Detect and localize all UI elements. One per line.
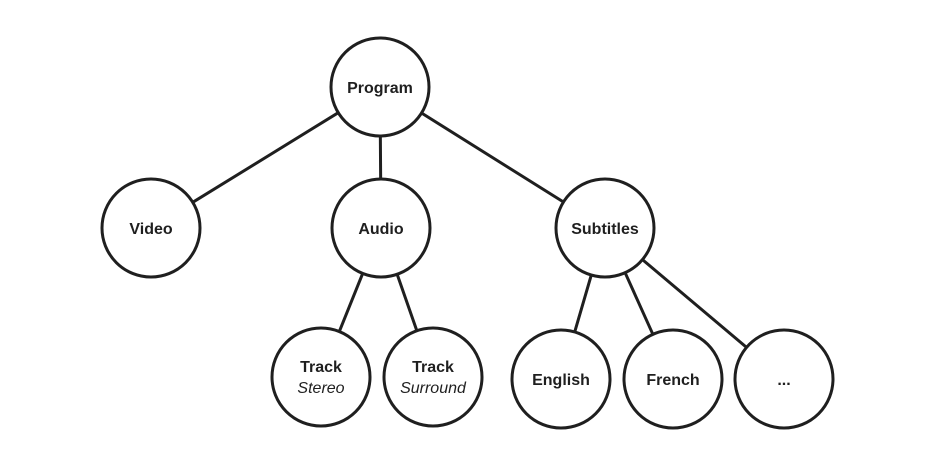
edge-program-video (191, 111, 340, 204)
node-circle (270, 326, 372, 428)
node-program: Program (329, 36, 431, 138)
node-label: Subtitles (571, 221, 639, 238)
node-circle (100, 177, 202, 279)
edge-program-subtitles (420, 111, 565, 204)
node-circle (330, 177, 432, 279)
node-label: Audio (358, 221, 404, 238)
node-sublabel: Stereo (297, 380, 344, 397)
edges-layer (191, 111, 749, 349)
node-label: English (532, 372, 590, 389)
node-english: English (510, 328, 612, 430)
edge-audio-track-stereo (337, 271, 365, 334)
node-sublabel: Surround (400, 380, 467, 397)
node-french: French (622, 328, 724, 430)
node-more: ... (733, 328, 835, 430)
node-label: ... (777, 372, 790, 389)
node-circle (510, 328, 612, 430)
node-circle (733, 328, 835, 430)
node-label: Track (412, 359, 454, 376)
node-label: Track (300, 359, 342, 376)
node-label: Program (347, 80, 413, 97)
node-subtitles: Subtitles (554, 177, 656, 279)
node-label: French (646, 372, 699, 389)
edge-subtitles-english (573, 273, 593, 334)
edge-subtitles-more (640, 258, 749, 349)
edge-audio-track-surround (395, 272, 419, 333)
edge-subtitles-french (623, 271, 655, 336)
node-circle (554, 177, 656, 279)
node-audio: Audio (330, 177, 432, 279)
node-label: Video (129, 221, 173, 238)
node-circle (622, 328, 724, 430)
node-video: Video (100, 177, 202, 279)
node-circle (382, 326, 484, 428)
node-circle (329, 36, 431, 138)
